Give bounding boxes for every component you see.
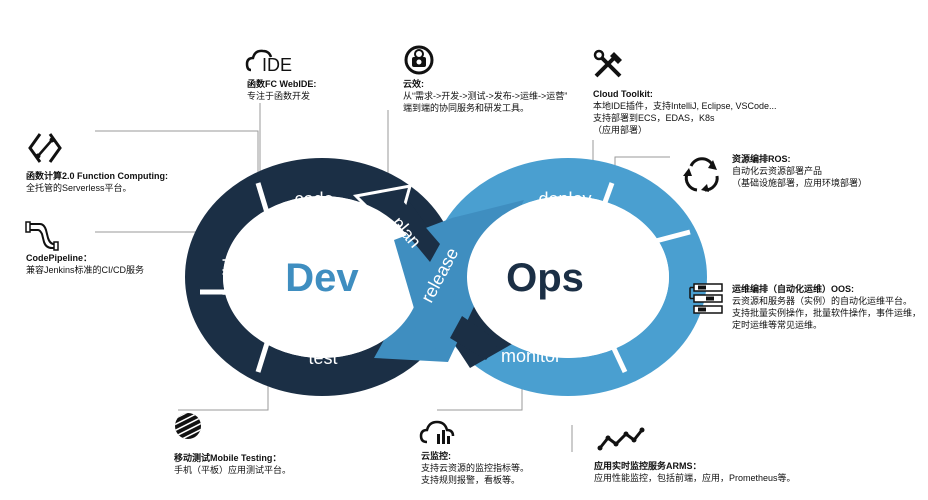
trend-line-icon [597,427,645,451]
tool-webide-line: 专注于函数开发 [247,91,311,101]
lock-cycle-icon [404,45,434,75]
orchestration-icon [689,283,723,314]
connector-cloud-monitor [437,380,523,411]
ops-label: Ops [506,256,584,300]
tool-cloud-toolkit-line: 本地IDE插件，支持IntelliJ, Eclipse, VSCode... [593,101,777,111]
tool-oos: 运维编排（自动化运维）OOS: 云资源和服务器（实例）的自动化运维平台。 支持批… [732,283,921,331]
tool-cloud-monitor-title: 云监控: [421,451,451,461]
tool-cloud-monitor-line: 支持规则报警，看板等。 [421,475,521,485]
tool-function-compute-title: 函数计算2.0 Function Computing: [26,171,168,181]
tool-ros: 资源编排ROS: 自动化云资源部署产品 （基础设施部署，应用环境部署） [732,153,867,189]
cycle-arrows-icon [683,157,719,192]
tool-cloud-toolkit-title: Cloud Toolkit: [593,89,653,99]
tool-cloud-monitor: 云监控: 支持云资源的监控指标等。 支持规则报警，看板等。 [421,450,529,486]
tool-cloud-toolkit-line: （应用部署） [593,125,648,135]
tool-arms: 应用实时监控服务ARMS： 应用性能监控，包括前端，应用，Prometheus等… [594,460,796,484]
function-compute-icon [28,133,62,163]
tool-oos-line: 云资源和服务器（实例）的自动化运维平台。 [732,296,913,306]
tool-ros-title: 资源编排ROS: [732,154,791,164]
tool-codepipeline-title: CodePipeline： [26,253,93,263]
tool-webide: 函数FC WebIDE: 专注于函数开发 [247,78,316,102]
dev-label: Dev [285,256,359,300]
stage-monitor: monitor [501,346,561,366]
tools-icon [593,49,622,78]
tool-arms-line: 应用性能监控，包括前端，应用，Prometheus等。 [594,473,796,483]
tool-webide-title: 函数FC WebIDE: [247,79,317,89]
stage-code: code [294,189,333,209]
tool-oos-line: 定时运维等常见运维。 [732,320,823,330]
ide-icon-text: IDE [262,55,292,75]
tool-codepipeline-line: 兼容Jenkins标准的CI/CD服务 [26,265,145,275]
tool-yunxiao-line: 端到端的协同服务和研发工具。 [403,103,530,113]
tool-mobile-testing-line: 手机（平板）应用测试平台。 [174,465,292,475]
tool-oos-line: 支持批量实例操作，批量软件操作，事件运维， [732,308,922,318]
tool-yunxiao: 云效: 从“需求->开发->测试->发布->运维->运营” 端到端的协同服务和研… [403,78,567,114]
tool-cloud-monitor-line: 支持云资源的监控指标等。 [421,463,530,473]
cloud-ide-icon: IDE [245,49,292,75]
tool-oos-title: 运维编排（自动化运维）OOS: [732,284,855,294]
mobile-testing-icon [175,413,201,439]
tool-cloud-toolkit-line: 支持部署到ECS，EDAS，K8s [593,113,715,123]
cloud-monitor-icon [419,420,455,444]
stage-build: build [220,258,240,296]
tool-codepipeline: CodePipeline： 兼容Jenkins标准的CI/CD服务 [26,252,144,276]
tool-mobile-testing: 移动测试Mobile Testing： 手机（平板）应用测试平台。 [174,452,291,476]
tool-function-compute-line: 全托管的Serverless平台。 [26,183,132,193]
tool-arms-title: 应用实时监控服务ARMS： [594,461,702,471]
tool-yunxiao-line: 从“需求->开发->测试->发布->运维->运营” [403,91,568,101]
stage-test: test [308,348,337,368]
tool-mobile-testing-title: 移动测试Mobile Testing： [174,453,282,463]
tool-cloud-toolkit: Cloud Toolkit: 本地IDE插件，支持IntelliJ, Eclip… [593,88,777,136]
stage-deploy: deploy [538,189,591,209]
tool-yunxiao-title: 云效: [403,79,424,89]
pipeline-icon [25,221,59,251]
tool-ros-line: （基础设施部署，应用环境部署） [732,178,868,188]
tool-ros-line: 自动化云资源部署产品 [732,166,823,176]
connector-function-compute [95,130,259,190]
tool-function-compute: 函数计算2.0 Function Computing: 全托管的Serverle… [26,170,168,194]
